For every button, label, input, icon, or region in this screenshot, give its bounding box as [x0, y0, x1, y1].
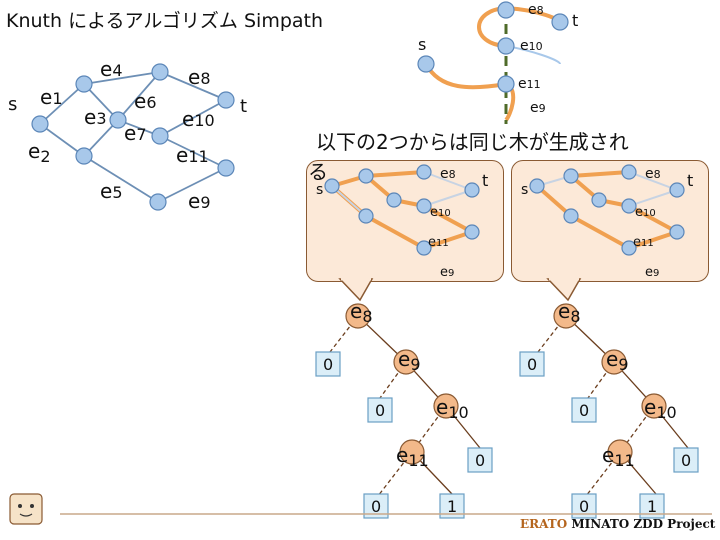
- svg-text:e8: e8: [350, 299, 373, 326]
- svg-text:0: 0: [579, 497, 589, 516]
- partial-label-e9: e9: [530, 100, 546, 116]
- label-e3: e3: [84, 105, 107, 129]
- svg-text:e10: e10: [635, 205, 656, 220]
- footer-brand: ERATO MINATO ZDD Project: [520, 517, 715, 531]
- label-e8: e8: [188, 65, 211, 89]
- svg-text:1: 1: [447, 497, 457, 516]
- partial-label-t: t: [572, 11, 578, 30]
- partial-label-e10: e10: [520, 38, 543, 54]
- label-e9: e9: [188, 189, 211, 213]
- label-e11: e11: [176, 143, 209, 167]
- label-e6: e6: [134, 89, 157, 113]
- svg-text:e11: e11: [396, 443, 429, 470]
- label-e5: e5: [100, 179, 123, 203]
- svg-text:e9: e9: [606, 347, 629, 374]
- graph-full-labels: s t e1 e2 e3 e4 e5 e6 e7 e8 e9 e10 e11: [8, 57, 247, 213]
- label-s: s: [8, 94, 17, 115]
- graph-partial: s t e8 e10 e11 e9: [417, 1, 578, 126]
- svg-text:t: t: [687, 171, 693, 190]
- svg-text:e8: e8: [440, 166, 456, 182]
- partial-label-e8: e8: [528, 2, 544, 18]
- callout-left-tail: [338, 278, 374, 302]
- mascot-icon: [9, 493, 43, 525]
- svg-text:0: 0: [375, 401, 385, 420]
- svg-text:0: 0: [323, 355, 333, 374]
- zdd-right: e8 e9 e10 e11 0 0 0 0 1: [519, 299, 699, 519]
- svg-text:t: t: [482, 171, 488, 190]
- svg-text:0: 0: [527, 355, 537, 374]
- label-e1: e1: [40, 85, 63, 109]
- svg-text:e9: e9: [440, 265, 454, 280]
- svg-text:e9: e9: [398, 347, 421, 374]
- callout-right-tail: [546, 278, 582, 302]
- partial-label-s: s: [418, 35, 426, 54]
- footer-brand-erato: ERATO: [520, 517, 568, 531]
- svg-text:1: 1: [647, 497, 657, 516]
- svg-text:s: s: [521, 182, 528, 198]
- callout-graph-right: s t e8 e10 e11 e9: [521, 164, 693, 280]
- label-e4: e4: [100, 57, 123, 81]
- callout-graph-left: s t e8 e10 e11 e9: [316, 164, 488, 280]
- svg-text:s: s: [316, 182, 323, 198]
- footer-project: MINATO ZDD Project: [571, 517, 716, 531]
- svg-text:0: 0: [579, 401, 589, 420]
- graph-full-nodes: [31, 63, 235, 211]
- banner-text-tail: る: [308, 160, 328, 184]
- svg-text:e10: e10: [430, 205, 451, 220]
- slide-title: Knuth によるアルゴリズム Simpath: [6, 10, 324, 32]
- svg-text:e8: e8: [558, 299, 581, 326]
- svg-text:e8: e8: [645, 166, 661, 182]
- label-e2: e2: [28, 139, 51, 166]
- svg-text:e9: e9: [645, 265, 659, 280]
- svg-text:e10: e10: [436, 395, 469, 422]
- svg-text:e11: e11: [428, 235, 449, 250]
- label-e10: e10: [182, 107, 215, 131]
- svg-text:e10: e10: [644, 395, 677, 422]
- svg-text:e11: e11: [633, 235, 654, 250]
- partial-label-e11: e11: [518, 76, 541, 92]
- callout-right: [511, 160, 709, 282]
- svg-text:0: 0: [475, 451, 485, 470]
- svg-text:0: 0: [371, 497, 381, 516]
- zdd-left: e8 e9 e10 e11 0 0 0 0 1: [315, 299, 493, 519]
- svg-text:0: 0: [681, 451, 691, 470]
- label-t: t: [240, 96, 247, 117]
- label-e7: e7: [124, 121, 147, 145]
- callout-left: [306, 160, 504, 282]
- svg-text:e11: e11: [602, 443, 635, 470]
- banner-text: 以下の2つからは同じ木が生成され: [310, 124, 700, 160]
